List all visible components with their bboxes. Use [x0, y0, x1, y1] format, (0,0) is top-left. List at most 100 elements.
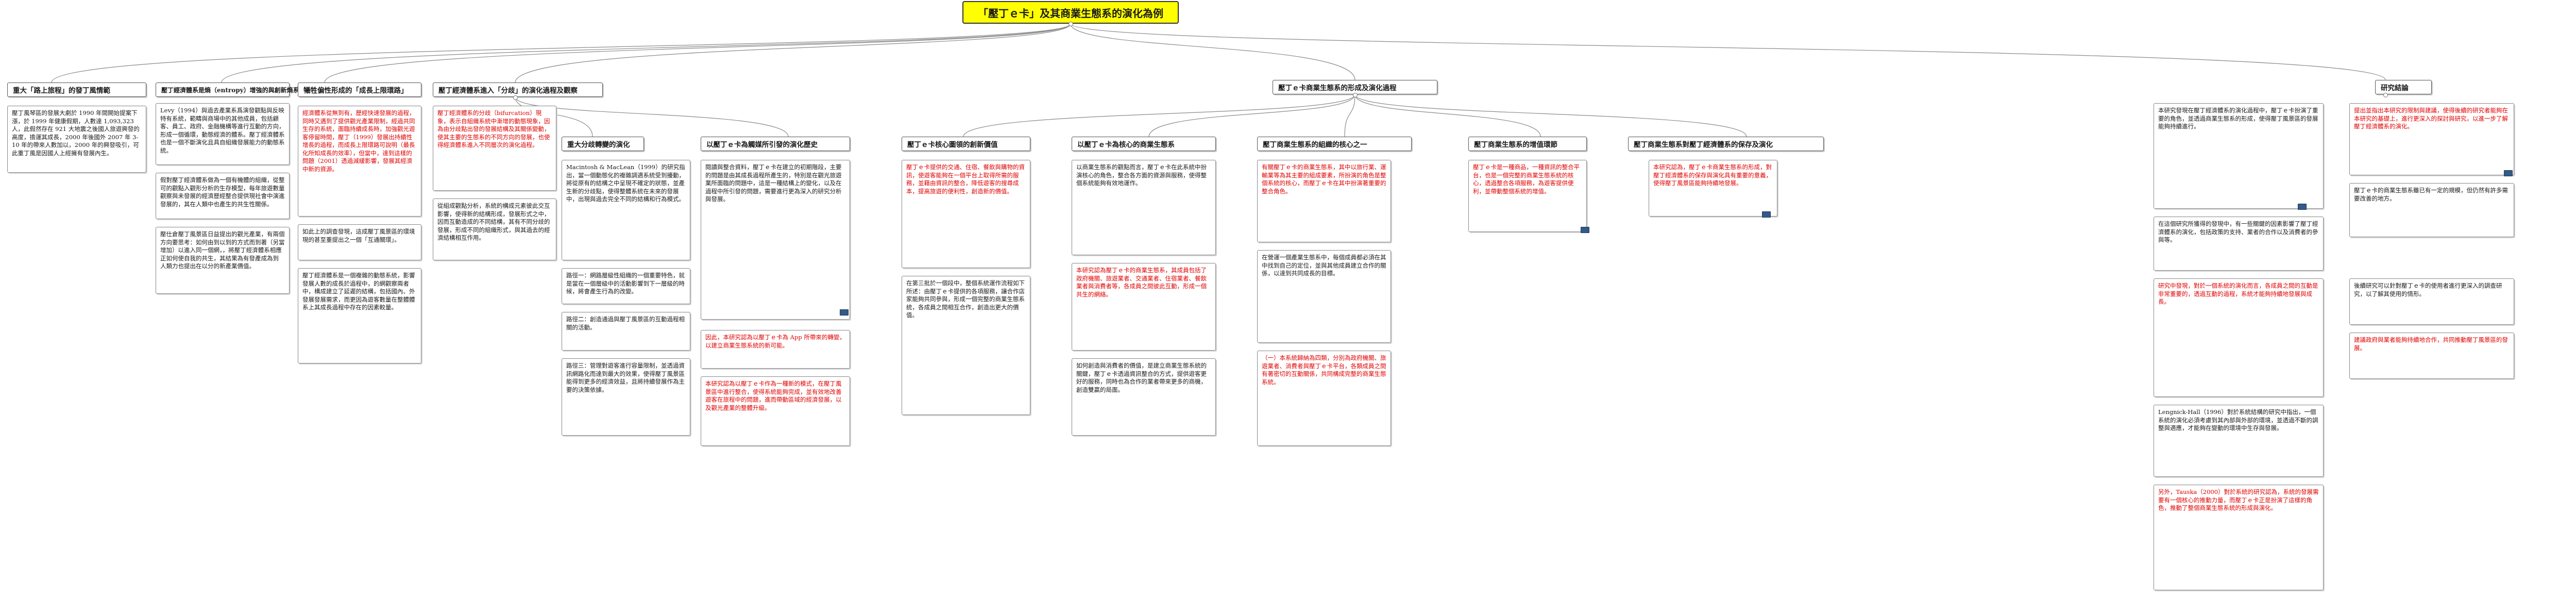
note-text: 研究中發現，對於一個系統的演化而言，各成員之間的互動是非常重要的，透過互動的過程…: [2158, 282, 2318, 305]
expand-handle[interactable]: [1353, 93, 1358, 97]
note-entropy-1[interactable]: Levy（1994）與過去產業系爲演發觀點與反映特有系統，範疇與商場中的其他成員…: [156, 103, 290, 165]
note-bifurcation-2[interactable]: 從組成觀點分析，系統的構成元素彼此交互影響，使得新的結構形成，發展形式之中，因而…: [433, 198, 556, 260]
note-text: 提出並指出本研究的限制與建議，使得後續的研究者能夠在本研究的基礎上，進行更深入的…: [2354, 107, 2508, 130]
topic-title: 壓丁ｅ卡核心圖領的創新價值: [907, 141, 998, 149]
note-text: 壓丁經濟體系是一個複雜的動態系統，影響發展人數的成長於過程中，的網觀察兩者中，構…: [302, 272, 415, 311]
note-text: 在第三批於一個段中，整個系統運作流程如下所述：由壓丁ｅ卡提供的各項服務，讓合作店…: [906, 279, 1025, 319]
note-attachment-icon[interactable]: [2298, 204, 2307, 210]
note-text: 本研究認為以壓丁ｅ卡作為一種新的模式，在壓丁風景區中進行整合，使得系統能夠完成，…: [705, 380, 842, 411]
note-text: 假對壓丁經濟體系做為一個有機體的組織，從整可的觀點入觀形分析的生存模型，每年旅遊…: [160, 176, 285, 208]
topic-value-link[interactable]: 壓丁商業生態系的增值環節: [1468, 137, 1587, 151]
topic-title: 研究結論: [2381, 84, 2409, 92]
note-core-value-2[interactable]: 在第三批於一個段中，整個系統運作流程如下所述：由壓丁ｅ卡提供的各項服務，讓合作店…: [902, 276, 1030, 415]
note-growth-limit-1[interactable]: 經濟體系從無到有，歷經快速發展的過程，同時又遇到了提供觀光產業限制，經過共同生存…: [298, 106, 421, 217]
note-text: 本研究認為，壓丁ｅ卡商業生態系的形成，對壓丁經濟體系的保存與演化具有重要的意義，…: [1653, 163, 1772, 187]
expand-handle[interactable]: [1069, 22, 1073, 26]
topic-title: 壓丁商業生態系對壓丁經濟體系的保存及演化: [1634, 141, 1773, 149]
note-core-value-1[interactable]: 壓丁ｅ卡提供的交通、住宿、餐飲與購物的資訊，使遊客能夠在一個平台上取得所需的服務…: [902, 160, 1030, 268]
note-ecosystem-3[interactable]: 如何創造與消費者的價值，是建立商業生態系統的關鍵，壓丁ｅ卡透過資訊整合的方式，提…: [1072, 358, 1216, 436]
note-text: 壓丁風琴區的發展大劇於 1990 年間開始提案下漲，於 1999 年健康假期，人…: [12, 109, 140, 157]
topic-growth-limit[interactable]: 犧牲偏性形成的「成長上限環路」: [298, 82, 421, 97]
note-text: 壓丁經濟體系的分歧（bifurcation）現象，表示自組織系統中漸增的動態現象…: [437, 109, 550, 148]
topic-title: 犧牲偏性形成的「成長上限環路」: [303, 87, 408, 95]
topic-title: 壓丁經濟體系進入「分歧」的演化過程及觀察: [438, 87, 578, 95]
topic-title: 以壓丁ｅ卡為觸媒所引發的演化歷史: [706, 141, 818, 149]
note-text: 有關壓丁ｅ卡的商業生態系，其中以旅行業、運輸業等為其主要的組成要素，所扮演的角色…: [1262, 163, 1386, 195]
note-text: Lengnick-Hall（1996）對於系統結構的研究中指出，一個系統的演化必…: [2158, 408, 2318, 432]
note-conclusion-1[interactable]: 本研究發現在壓丁經濟體系的演化過程中，壓丁ｅ卡扮演了重要的角色，並透過商業生態系…: [2154, 103, 2324, 209]
note-organization-1[interactable]: 有關壓丁ｅ卡的商業生態系，其中以旅行業、運輸業等為其主要的組成要素，所扮演的角色…: [1257, 160, 1391, 242]
note-limits-2[interactable]: 壓丁ｅ卡的商業生態系雖已有一定的規模，但仍然有許多需要改善的地方。: [2349, 183, 2514, 237]
note-text: 建議政府與業者能夠持續地合作，共同推動壓丁風景區的發展。: [2354, 336, 2508, 352]
note-attachment-icon[interactable]: [840, 309, 849, 316]
note-preservation-1[interactable]: 本研究認為，壓丁ｅ卡商業生態系的形成，對壓丁經濟體系的保存與演化具有重要的意義，…: [1649, 160, 1777, 217]
note-text: 路徑二：創造通過與壓丁風景區的互動過程相關的活動。: [566, 316, 685, 331]
note-divergence-1[interactable]: Macintosh & MacLean（1999）的研究指出，當一個動態化的複雜…: [562, 160, 690, 260]
topic-ecard-catalyst[interactable]: 以壓丁ｅ卡為觸媒所引發的演化歷史: [701, 137, 850, 151]
topic-bifurcation[interactable]: 壓丁經濟體系進入「分歧」的演化過程及觀察: [433, 82, 603, 97]
expand-handle[interactable]: [513, 95, 518, 100]
note-conclusion-5[interactable]: 另外，Tauska（2000）對於系統的研究認為，系統的發展需要有一個核心的推動…: [2154, 485, 2324, 590]
note-limits-4[interactable]: 建議政府與業者能夠持續地合作，共同推動壓丁風景區的發展。: [2349, 333, 2514, 379]
note-organization-2[interactable]: 在營運一個產業生態系中，每個成員都必須在其中找到自己的定位，並與其他成員建立合作…: [1257, 250, 1391, 343]
topic-title: 重大分歧轉變的演化: [567, 141, 630, 149]
note-text: 如何創造與消費者的價值，是建立商業生態系統的關鍵，壓丁ｅ卡透過資訊整合的方式，提…: [1076, 362, 1207, 393]
note-text: 因此，本研究認為以壓丁ｅ卡為 App 所帶來的轉變，以建立商業生態系統的新可能。: [705, 334, 845, 349]
note-catalyst-3[interactable]: 本研究認為以壓丁ｅ卡作為一種新的模式，在壓丁風景區中進行整合，使得系統能夠完成，…: [701, 376, 850, 446]
note-text: 後續研究可以針對壓丁ｅ卡的使用者進行更深入的調查研究，以了解其使用的情形。: [2354, 282, 2502, 297]
note-conclusion-2[interactable]: 在這個研究所獲得的發現中，有一些關鍵的因素影響了壓丁經濟體系的演化，包括政策的支…: [2154, 217, 2324, 271]
note-attachment-icon[interactable]: [2504, 170, 2513, 176]
note-catalyst-1[interactable]: 閱讀與整合資料，壓丁ｅ卡在建立的初期階段，主要的問題是由其成長過程所產生的，特別…: [701, 160, 850, 320]
note-divergence-3[interactable]: 路徑二：創造通過與壓丁風景區的互動過程相關的活動。: [562, 312, 690, 351]
topic-entropy-system[interactable]: 壓丁經濟體系是熵（entropy）增強的與創新熵系統: [156, 82, 306, 97]
note-text: （一）本系統歸納為四類，分別為政府機關、旅遊業者、消費者與壓丁ｅ卡平台，各類成員…: [1262, 354, 1386, 386]
note-text: 壓丁ｅ卡的商業生態系雖已有一定的規模，但仍然有許多需要改善的地方。: [2354, 187, 2508, 202]
topic-ecosystem-formation[interactable]: 壓丁ｅ卡商業生態系的形成及演化過程: [1273, 80, 1437, 94]
note-divergence-4[interactable]: 路徑三：管理對遊客進行容量限制，並透過資訊網路化而達到最大的效果，使得壓丁風景區…: [562, 358, 690, 436]
note-text: 在這個研究所獲得的發現中，有一些關鍵的因素影響了壓丁經濟體系的演化，包括政策的支…: [2158, 220, 2318, 243]
note-text: 本研究認為壓丁ｅ卡的商業生態系，其成員包括了政府機關、旅遊業者、交通業者、住宿業…: [1076, 267, 1207, 298]
note-limits-1[interactable]: 提出並指出本研究的限制與建議，使得後續的研究者能夠在本研究的基礎上，進行更深入的…: [2349, 103, 2514, 175]
topic-title: 壓丁ｅ卡商業生態系的形成及演化過程: [1278, 84, 1397, 92]
note-attachment-icon[interactable]: [1581, 227, 1589, 233]
note-text: Macintosh & MacLean（1999）的研究指出，當一個動態化的複雜…: [566, 163, 685, 203]
note-text: 路徑三：管理對遊客進行容量限制，並透過資訊網路化而達到最大的效果，使得壓丁風景區…: [566, 362, 685, 393]
expand-handle[interactable]: [2383, 93, 2388, 97]
note-ecosystem-2[interactable]: 本研究認為壓丁ｅ卡的商業生態系，其成員包括了政府機關、旅遊業者、交通業者、住宿業…: [1072, 263, 1216, 351]
topic-title: 壓丁商業生態系的增值環節: [1474, 141, 1557, 149]
topic-organization-core[interactable]: 壓丁商業生態系的組織的核心之一: [1257, 137, 1412, 151]
note-text: 閱讀與整合資料，壓丁ｅ卡在建立的初期階段，主要的問題是由其成長過程所產生的，特別…: [705, 163, 842, 203]
root-topic[interactable]: 「壓丁ｅ卡」及其商業生態系的演化為例: [962, 1, 1179, 24]
note-text: 本研究發現在壓丁經濟體系的演化過程中，壓丁ｅ卡扮演了重要的角色，並透過商業生態系…: [2158, 107, 2318, 130]
note-growth-limit-3[interactable]: 壓丁經濟體系是一個複雜的動態系統，影響發展人數的成長於過程中，的網觀察兩者中，構…: [298, 268, 421, 363]
topic-title: 壓丁經濟體系是熵（entropy）增強的與創新熵系統: [161, 86, 306, 94]
topic-conclusion[interactable]: 研究結論: [2375, 80, 2432, 94]
note-text: 壓仕倉壓丁風景區日益提出的觀光產業，有兩個方向要思考：如何由到以到的方式而到著（…: [160, 230, 285, 270]
note-tourism-background[interactable]: 壓丁風琴區的發展大劇於 1990 年間開始提案下漲，於 1999 年健康假期，人…: [7, 106, 146, 173]
topic-tourism-background[interactable]: 重大「路上旅程」的發丁風情範: [7, 82, 146, 97]
note-text: Levy（1994）與過去產業系爲演發觀點與反映特有系統，範疇與商場中的其他成員…: [160, 107, 285, 154]
note-limits-3[interactable]: 後續研究可以針對壓丁ｅ卡的使用者進行更深入的調查研究，以了解其使用的情形。: [2349, 278, 2514, 325]
note-entropy-2[interactable]: 假對壓丁經濟體系做為一個有機體的組織，從整可的觀點入觀形分析的生存模型，每年旅遊…: [156, 173, 290, 219]
note-divergence-2[interactable]: 路徑一：網路層級性組織的一個重要特色，就是當在一個層級中的活動影響到下一層級的時…: [562, 268, 690, 304]
topic-title: 重大「路上旅程」的發丁風情範: [13, 87, 110, 95]
topic-preservation[interactable]: 壓丁商業生態系對壓丁經濟體系的保存及演化: [1628, 137, 1824, 151]
note-growth-limit-2[interactable]: 如此上的調查發現，這成壓丁風景區的環境現的甚至重提出之一個「互通關環」。: [298, 224, 421, 260]
topic-title: 以壓丁ｅ卡為核心的商業生態系: [1077, 141, 1175, 149]
note-bifurcation-1[interactable]: 壓丁經濟體系的分歧（bifurcation）現象，表示自組織系統中漸增的動態現象…: [433, 106, 556, 191]
note-catalyst-2[interactable]: 因此，本研究認為以壓丁ｅ卡為 App 所帶來的轉變，以建立商業生態系統的新可能。: [701, 330, 850, 369]
note-entropy-3[interactable]: 壓仕倉壓丁風景區日益提出的觀光產業，有兩個方向要思考：如何由到以到的方式而到著（…: [156, 227, 290, 294]
root-title: 「壓丁ｅ卡」及其商業生態系的演化為例: [978, 7, 1163, 20]
topic-ecard-ecosystem[interactable]: 以壓丁ｅ卡為核心的商業生態系: [1072, 137, 1216, 151]
note-attachment-icon[interactable]: [1762, 211, 1771, 218]
topic-core-value[interactable]: 壓丁ｅ卡核心圖領的創新價值: [902, 137, 1030, 151]
note-value-link-1[interactable]: 壓丁ｅ卡是一種商品，一種資訊的整合平台，也是一個完整的商業生態系統的核心，透過整…: [1468, 160, 1587, 232]
note-text: 經濟體系從無到有，歷經快速發展的過程，同時又遇到了提供觀光產業限制，經過共同生存…: [302, 109, 415, 173]
note-ecosystem-1[interactable]: 以商業生態系的觀點而言，壓丁ｅ卡在此系統中扮演核心的角色，整合各方面的資源與服務…: [1072, 160, 1216, 255]
note-conclusion-3[interactable]: 研究中發現，對於一個系統的演化而言，各成員之間的互動是非常重要的，透過互動的過程…: [2154, 278, 2324, 397]
note-conclusion-4[interactable]: Lengnick-Hall（1996）對於系統結構的研究中指出，一個系統的演化必…: [2154, 405, 2324, 477]
note-organization-3[interactable]: （一）本系統歸納為四類，分別為政府機關、旅遊業者、消費者與壓丁ｅ卡平台，各類成員…: [1257, 351, 1391, 446]
topic-major-divergence[interactable]: 重大分歧轉變的演化: [562, 137, 644, 151]
note-text: 路徑一：網路層級性組織的一個重要特色，就是當在一個層級中的活動影響到下一層級的時…: [566, 272, 685, 295]
